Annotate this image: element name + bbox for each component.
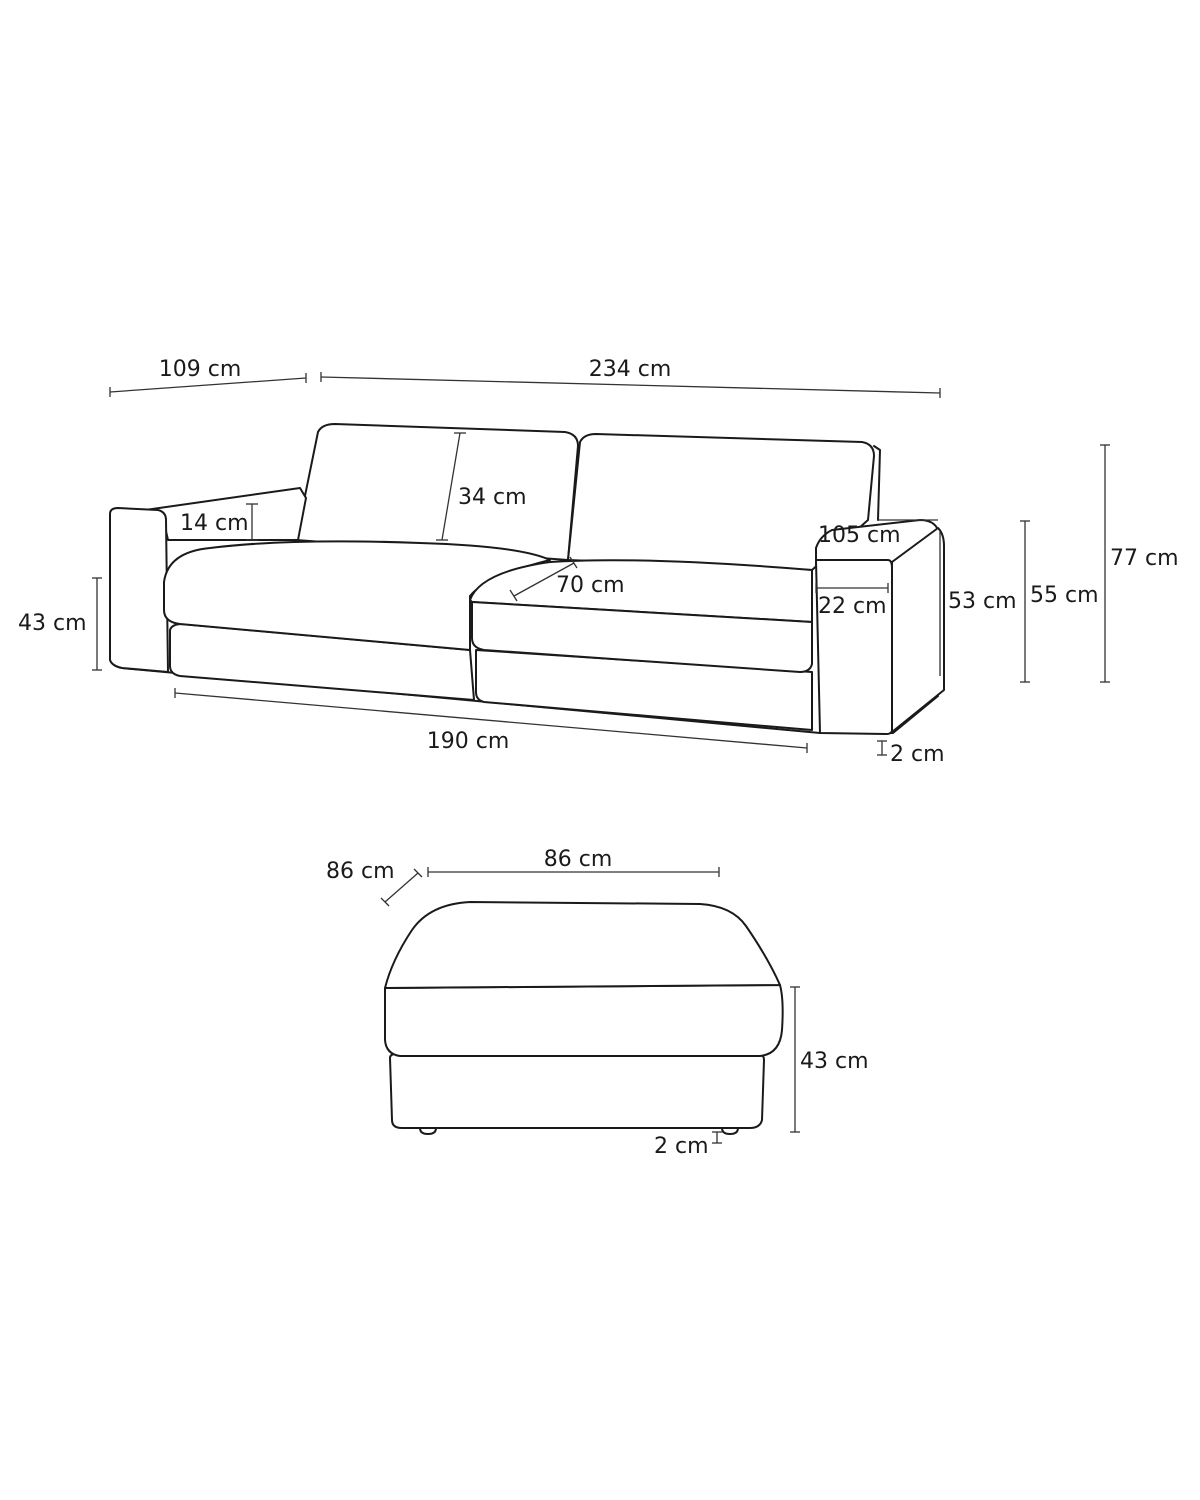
sofa-dimensions: 109 cm 234 cm 34 cm 14 cm 43 cm 70 cm 10… (18, 357, 1179, 767)
label-total-height: 77 cm (1110, 546, 1179, 571)
ottoman-foot-left (419, 1127, 437, 1135)
seat-base-right (475, 649, 813, 731)
label-armrest-width: 22 cm (818, 594, 887, 619)
seat-base-left (169, 623, 475, 701)
ottoman-foot-right (721, 1127, 739, 1135)
label-ottoman-width: 86 cm (544, 847, 613, 872)
right-armrest-side (891, 527, 945, 733)
label-sofa-feet: 2 cm (890, 742, 945, 767)
dimline-ottoman-depth (384, 872, 419, 903)
ottoman-dimensions: 86 cm 86 cm 43 cm 2 cm (326, 847, 869, 1159)
label-seat-width: 190 cm (427, 729, 510, 754)
seat-cushion-left (163, 540, 551, 651)
back-cushion-right (567, 433, 875, 571)
dimline-seat-depth (513, 562, 575, 597)
left-armrest-front (109, 507, 169, 673)
label-arm-above-seat: 14 cm (180, 511, 249, 536)
label-ottoman-height: 43 cm (800, 1049, 869, 1074)
back-cushion-right-edge (873, 445, 881, 521)
ottoman-base (389, 1053, 765, 1129)
label-seat-depth: 70 cm (556, 573, 625, 598)
ottoman-cushion-top (384, 901, 781, 989)
dimline-depth (109, 377, 307, 393)
label-sofa-depth: 109 cm (159, 357, 242, 382)
dimline-back-cushion (441, 432, 461, 541)
ottoman-drawing (384, 901, 784, 1135)
label-arm-height: 55 cm (1030, 583, 1099, 608)
label-armrest-length: 105 cm (818, 523, 901, 548)
sofa-drawing (109, 423, 945, 735)
back-cushion-left (295, 423, 579, 561)
dimline-width (320, 376, 941, 394)
right-armrest-front (815, 559, 893, 735)
seat-cushion-right-front (471, 601, 813, 673)
label-sofa-width: 234 cm (589, 357, 672, 382)
label-ottoman-depth: 86 cm (326, 859, 395, 884)
label-arm-height-inner: 53 cm (948, 589, 1017, 614)
dimline-seat-width (174, 692, 808, 749)
label-ottoman-feet: 2 cm (654, 1134, 709, 1159)
label-back-cushion-height: 34 cm (458, 485, 527, 510)
ottoman-cushion-front (384, 984, 784, 1057)
label-seat-height: 43 cm (18, 611, 87, 636)
